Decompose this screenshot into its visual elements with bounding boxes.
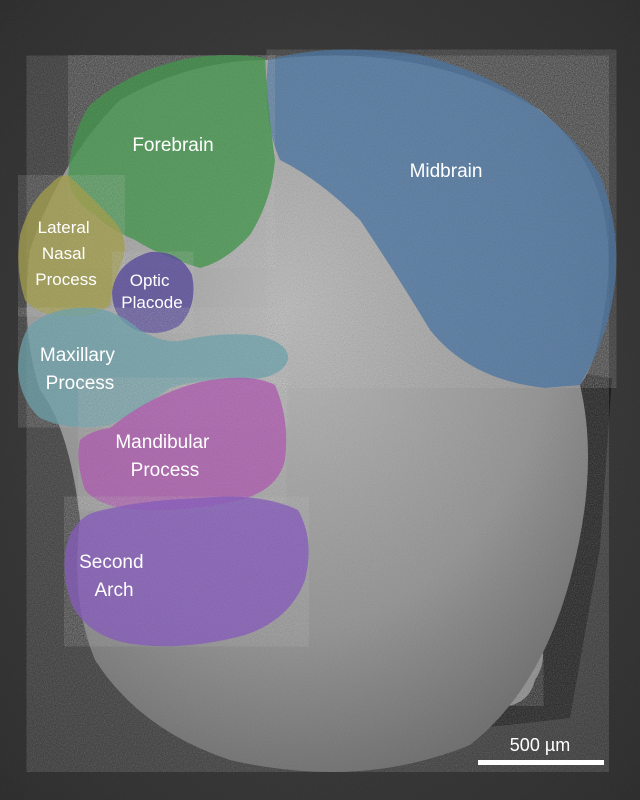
- midbrain-label: Midbrain: [410, 161, 483, 182]
- maxillary-process-region: [18, 307, 289, 428]
- maxillary-process-label: Maxillary Process: [40, 345, 120, 394]
- forebrain-label: Forebrain: [132, 135, 213, 156]
- mandibular-process-region: [78, 377, 287, 511]
- scale-bar-label: 500 µm: [510, 735, 570, 755]
- forebrain-region: [68, 55, 275, 268]
- second-arch-label: Second Arch: [79, 552, 149, 601]
- optic-placode-label: Optic Placode: [121, 271, 182, 312]
- lateral-nasal-process-region: [18, 175, 125, 317]
- second-arch-region: [64, 496, 309, 647]
- mandibular-process-label: Mandibular Process: [115, 432, 214, 481]
- midbrain-region: [266, 49, 617, 388]
- optic-placode-region: [112, 251, 194, 334]
- lateral-nasal-process-label: Lateral Nasal Process: [35, 218, 96, 289]
- scale-bar: [478, 760, 604, 765]
